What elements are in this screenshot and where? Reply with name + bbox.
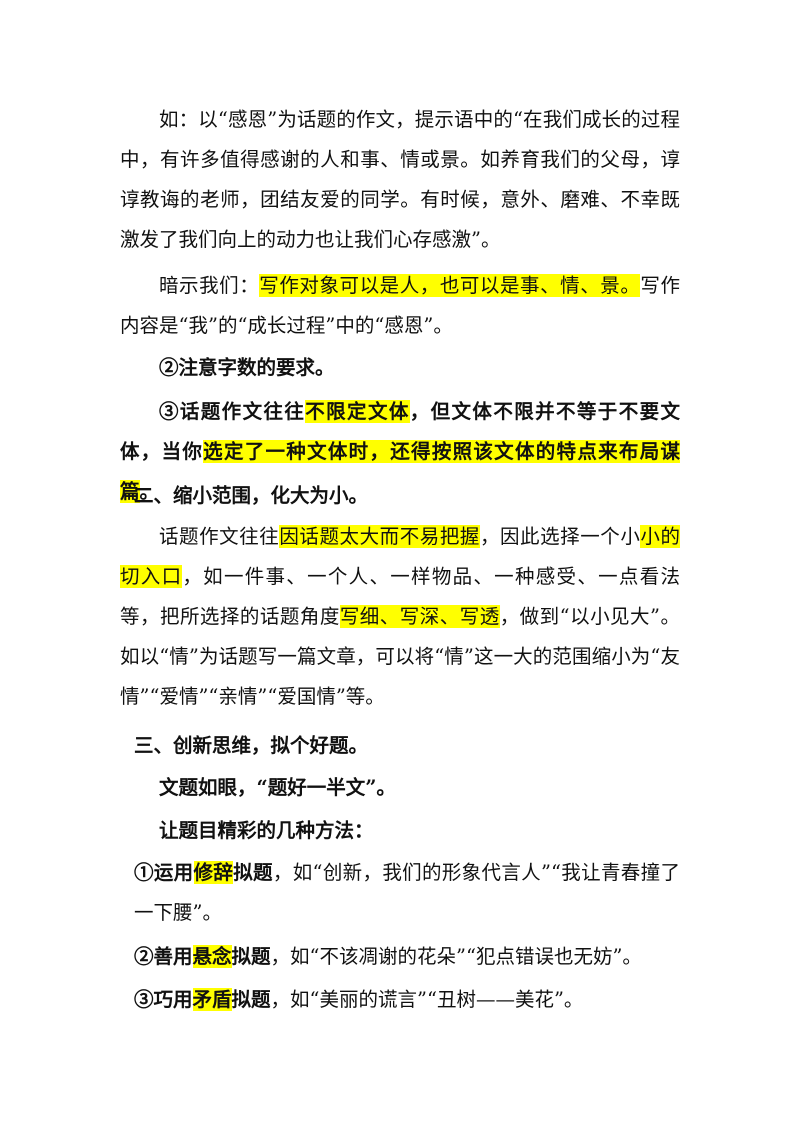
hint-intro: 暗示我们：	[159, 274, 260, 297]
point-word-count-text: ②注意字数的要求。	[159, 356, 335, 379]
example-text: 如：以“感恩”为话题的作文，提示语中的“在我们成长的过程中，有许多值得感谢的人和…	[120, 108, 680, 251]
method-3-suffix: 拟题	[231, 988, 271, 1011]
hint-rest: 写作内容是“我”的“成长过程”中的“感恩”。	[120, 274, 680, 337]
genre-end: 。	[139, 480, 160, 503]
method-3-example: ，如“美丽的谎言”“丑树——美花”。	[270, 988, 584, 1011]
methods-intro: 让题目精彩的几种方法：	[159, 811, 374, 851]
section-heading-3: 三、创新思维，拟个好题。	[134, 726, 368, 766]
method-2-highlight: 悬念	[192, 945, 232, 968]
scope-intro: 话题作文往往	[159, 525, 280, 548]
title-like-eyes: 文题如眼，“题好一半文”。	[159, 768, 396, 808]
section-heading-2: 二、缩小范围，化大为小。	[134, 476, 368, 516]
method-2-label: ②善用	[134, 945, 193, 968]
paragraph-example: 如：以“感恩”为话题的作文，提示语中的“在我们成长的过程中，有许多值得感谢的人和…	[120, 100, 680, 260]
hint-highlight: 写作对象可以是人，也可以是事、情、景。	[259, 274, 641, 297]
paragraph-hint: 暗示我们：写作对象可以是人，也可以是事、情、景。写作内容是“我”的“成长过程”中…	[120, 266, 680, 346]
method-1-label: ①运用	[134, 861, 194, 884]
paragraph-narrow-scope: 话题作文往往因话题太大而不易把握，因此选择一个小小的切入口，如一件事、一个人、一…	[120, 517, 680, 717]
methods-intro-text: 让题目精彩的几种方法：	[159, 819, 374, 842]
scope-highlight-1: 因话题太大而不易把握	[279, 525, 480, 548]
method-3-highlight: 矛盾	[192, 988, 232, 1011]
scope-end: ，做到“以小见大”。如以“情”为话题写一篇文章，可以将“情”这一大的范围缩小为“…	[120, 605, 680, 708]
point-genre: ③话题作文往往不限定文体，但文体不限并不等于不要文体，当你选定了一种文体时，还得…	[120, 392, 680, 512]
scope-highlight-3: 写细、写深、写透	[339, 605, 500, 628]
section-heading-2-text: 二、缩小范围，化大为小。	[134, 484, 369, 507]
title-like-eyes-text: 文题如眼，“题好一半文”。	[159, 776, 396, 799]
section-heading-3-text: 三、创新思维，拟个好题。	[134, 734, 369, 757]
method-2-example: ，如“不该凋谢的花朵”“犯点错误也无妨”。	[270, 945, 642, 968]
scope-middle: ，因此选择一个小	[479, 525, 641, 548]
method-1-example: ，如“创新，我们的形象代言人”“我让青春撞了一下腰”。	[134, 861, 680, 924]
scope-examples: ，如一件事、一个人、一样物品、一种感受、一点看法等，把所选择的话题角度	[120, 565, 680, 628]
method-suspense: ②善用悬念拟题，如“不该凋谢的花朵”“犯点错误也无妨”。	[134, 937, 642, 977]
method-1-suffix: 拟题	[233, 861, 273, 884]
method-contradiction: ③巧用矛盾拟题，如“美丽的谎言”“丑树——美花”。	[134, 980, 583, 1020]
method-3-label: ③巧用	[134, 988, 193, 1011]
method-1-highlight: 修辞	[193, 861, 234, 884]
method-rhetoric: ①运用修辞拟题，如“创新，我们的形象代言人”“我让青春撞了一下腰”。	[134, 853, 680, 933]
genre-intro: ③话题作文往往	[159, 400, 306, 423]
genre-highlight-1: 不限定文体	[305, 400, 410, 423]
method-2-suffix: 拟题	[231, 945, 271, 968]
genre-middle: ，但文体不限并不等于不要文体，当你	[120, 400, 680, 463]
point-word-count: ②注意字数的要求。	[120, 348, 680, 388]
